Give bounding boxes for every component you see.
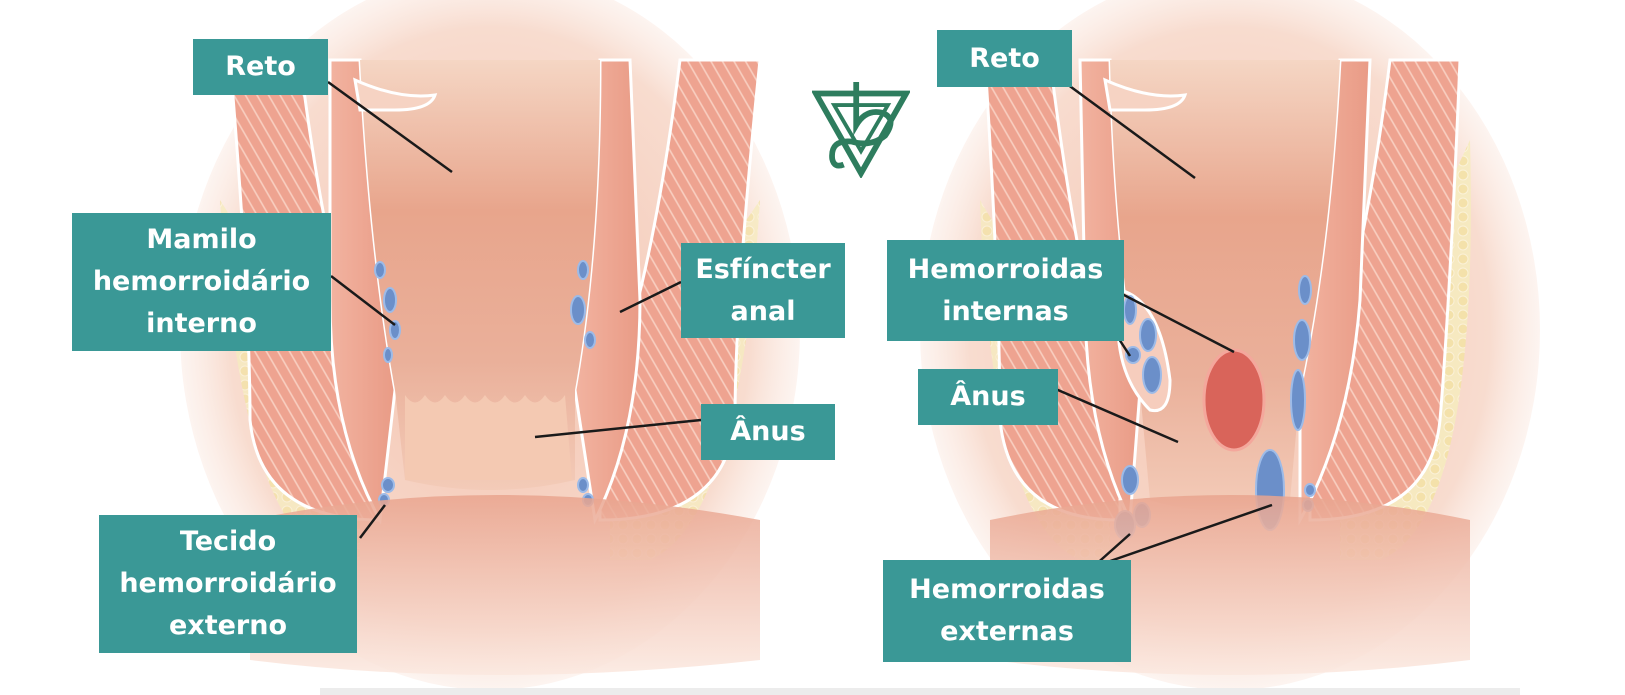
label-line: externo [168,610,288,641]
bottom-divider [320,688,1520,695]
label-line: Ânus [950,381,1026,412]
label-mamilo-hemorroidario-interno: Mamilo hemorroidário interno [72,213,331,351]
label-hemorroidas-internas: Hemorroidas internas [887,240,1124,341]
label-line: Hemorroidas [909,574,1105,605]
label-anus-left: Ânus [701,404,835,460]
label-anus-right: Ânus [918,369,1058,425]
label-esfincter-anal: Esfíncter anal [681,243,845,338]
label-reto-left: Reto [193,39,328,95]
label-tecido-hemorroidario-externo: Tecido hemorroidário externo [99,515,357,653]
label-line: Tecido [179,526,277,557]
label-line: Ânus [730,416,806,447]
label-line: Reto [969,42,1040,74]
label-line: internas [942,295,1069,327]
label-line: interno [146,308,257,339]
label-line: anal [730,295,796,327]
triangle-monogram-logo-icon [812,82,910,178]
label-line: hemorroidário [92,266,311,297]
label-line: Mamilo [146,224,257,255]
label-hemorroidas-externas: Hemorroidas externas [883,560,1131,662]
label-line: externas [940,616,1074,647]
label-line: Reto [225,51,296,82]
label-line: Esfíncter [695,253,831,285]
label-reto-right: Reto [937,30,1072,87]
label-line: hemorroidário [119,568,337,599]
label-line: Hemorroidas [907,253,1104,285]
